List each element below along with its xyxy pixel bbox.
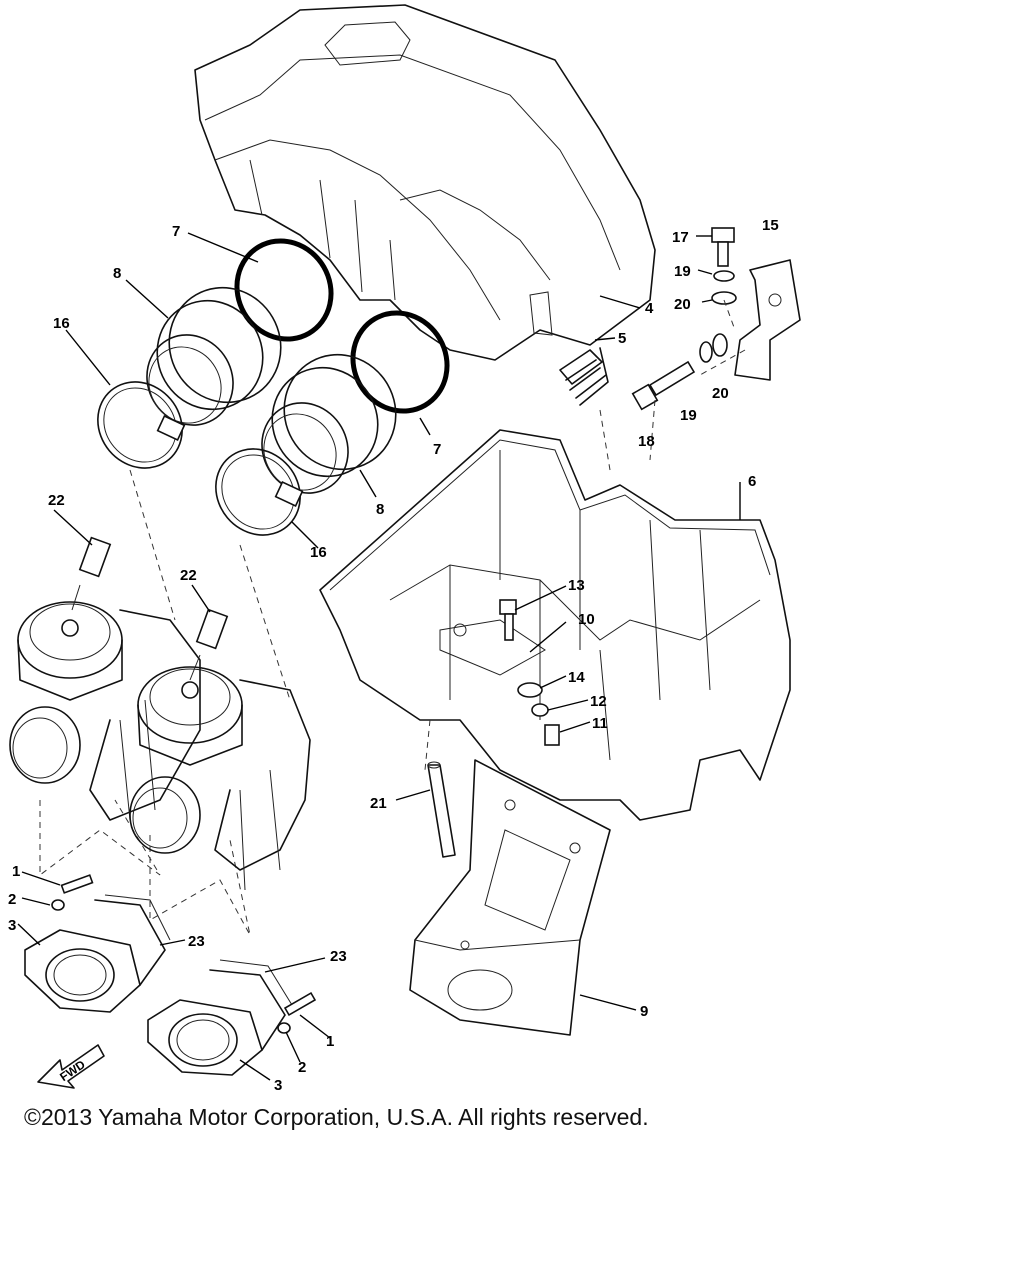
- callout-14: 14: [568, 669, 585, 686]
- carburetor-right: [129, 666, 311, 891]
- callout-19-top: 19: [674, 263, 691, 280]
- callout-5: 5: [618, 330, 626, 347]
- parts-diagram: FWD 7 8 16 4 5: [8, 4, 801, 1094]
- o-ring-right: [350, 310, 450, 414]
- callout-2-right: 2: [298, 1059, 306, 1076]
- carb-joint-right: [147, 959, 317, 1076]
- callout-4: 4: [645, 300, 654, 317]
- callout-23-right: 23: [330, 948, 347, 965]
- callout-23-left: 23: [188, 933, 205, 950]
- callout-1-left: 1: [12, 863, 20, 880]
- callout-8-bottom: 8: [376, 501, 384, 518]
- air-filter-case: [319, 429, 791, 821]
- fwd-arrow-icon: FWD: [37, 1044, 105, 1089]
- callout-19-bottom: 19: [680, 407, 697, 424]
- clamp-right: [215, 448, 304, 536]
- callout-2-left: 2: [8, 891, 16, 908]
- callout-8-top: 8: [113, 265, 121, 282]
- callout-labels: 7 8 16 4 5 7 8 16 17 15 19 20 18 19 20 6…: [8, 217, 779, 1094]
- callout-15: 15: [762, 217, 779, 234]
- callout-22-left: 22: [48, 492, 65, 509]
- bracket-assembly: [631, 227, 801, 461]
- drain-pipe: [427, 761, 456, 858]
- caps: [71, 536, 229, 681]
- callout-12: 12: [590, 693, 607, 710]
- callout-7-bottom: 7: [433, 441, 441, 458]
- callout-16-bottom: 16: [310, 544, 327, 561]
- support-plate: [409, 759, 611, 1036]
- joint-left: [146, 286, 282, 426]
- callout-6: 6: [748, 473, 756, 490]
- joint-right: [261, 353, 397, 494]
- callout-21: 21: [370, 795, 387, 812]
- callout-13: 13: [568, 577, 585, 594]
- callout-18: 18: [638, 433, 655, 450]
- spring: [559, 347, 609, 406]
- callout-22-right: 22: [180, 567, 197, 584]
- fwd-label: FWD: [57, 1057, 88, 1084]
- o-ring-left: [234, 238, 334, 342]
- clamp-left: [97, 381, 186, 469]
- callout-9: 9: [640, 1003, 648, 1020]
- callout-17: 17: [672, 229, 689, 246]
- air-filter-case-cover: [194, 4, 656, 361]
- callout-3-left: 3: [8, 917, 16, 934]
- callout-16-top: 16: [53, 315, 70, 332]
- callout-1-right: 1: [326, 1033, 334, 1050]
- copyright-notice: ©2013 Yamaha Motor Corporation, U.S.A. A…: [24, 1104, 649, 1130]
- carb-joint-left: [24, 874, 171, 1013]
- carburetor-left: [9, 601, 201, 821]
- callout-20-bottom: 20: [712, 385, 729, 402]
- callout-20-top: 20: [674, 296, 691, 313]
- callout-10: 10: [578, 611, 595, 628]
- callout-3-right: 3: [274, 1077, 282, 1094]
- callout-11: 11: [592, 715, 608, 732]
- case-fasteners: [499, 599, 560, 746]
- leader-lines: [17, 232, 741, 1081]
- callout-7-top: 7: [172, 223, 180, 240]
- assembly-lines: [39, 409, 611, 936]
